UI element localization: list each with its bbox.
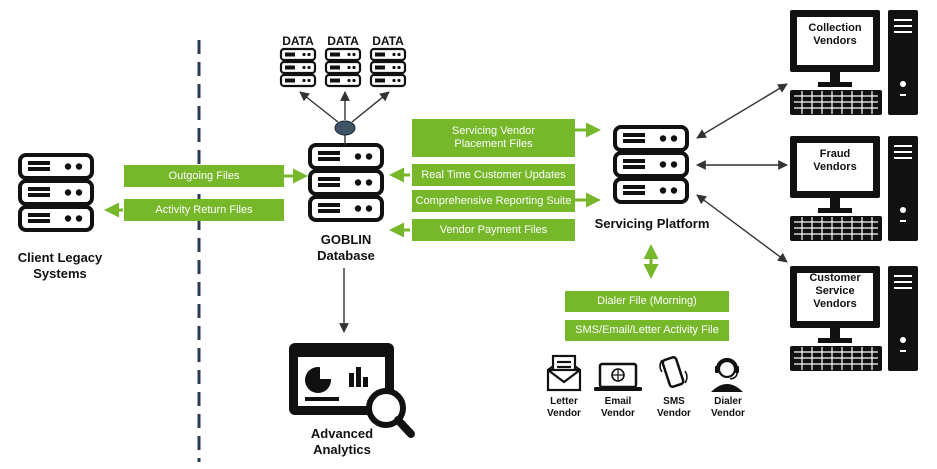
analytics-dashboard-icon (289, 343, 415, 438)
dialer-vendor-label: Dialer Vendor (711, 396, 745, 419)
laptop-icon (594, 362, 642, 391)
data-store-2-icon (324, 47, 362, 88)
activity-return-files-flow: Activity Return Files (124, 199, 284, 221)
letter-vendor-label: Letter Vendor (547, 396, 581, 419)
data-store-1-icon (279, 47, 317, 88)
data-store-3-icon (369, 47, 407, 88)
envelope-icon (546, 354, 582, 392)
hub-to-data-1-arrow (299, 91, 339, 123)
data-store-2-label: DATA (327, 34, 359, 48)
fraud-vendors-label: Fraud Vendors (813, 148, 857, 173)
servicing-platform-label: Servicing Platform (594, 216, 710, 231)
client-legacy-label: Client Legacy Systems (17, 250, 103, 281)
hub-to-data-3-arrow (351, 91, 390, 123)
activity-file-flow: SMS/Email/Letter Activity File (565, 320, 729, 341)
advanced-analytics-label: Advanced Analytics (310, 426, 374, 457)
data-store-3-label: DATA (372, 34, 404, 48)
data-store-1-label: DATA (282, 34, 314, 48)
collection-vendors-label: Collection Vendors (808, 22, 862, 47)
servicing-collection-arrow (696, 83, 788, 139)
servicing-platform-server-icon (613, 125, 689, 204)
servicing-vendor-placement-flow: Servicing Vendor Placement Files (412, 119, 575, 157)
comprehensive-reporting-suite-flow: Comprehensive Reporting Suite (412, 190, 575, 212)
email-vendor-label: Email Vendor (601, 396, 635, 419)
headset-agent-icon (711, 357, 743, 392)
customer-service-vendors-label: Customer Service Vendors (809, 272, 861, 310)
phone-icon (659, 356, 688, 388)
goblin-database-label: GOBLIN Database (317, 232, 375, 263)
servicing-customer-arrow (696, 194, 788, 263)
sms-vendor-label: SMS Vendor (657, 396, 691, 419)
client-legacy-server-icon (18, 153, 94, 232)
hub-node (334, 120, 356, 136)
real-time-customer-updates-flow: Real Time Customer Updates (412, 164, 575, 186)
outgoing-files-flow: Outgoing Files (124, 165, 284, 187)
goblin-database-server-icon (308, 143, 384, 222)
dialer-file-morning-flow: Dialer File (Morning) (565, 291, 729, 312)
vendor-payment-files-flow: Vendor Payment Files (412, 219, 575, 241)
